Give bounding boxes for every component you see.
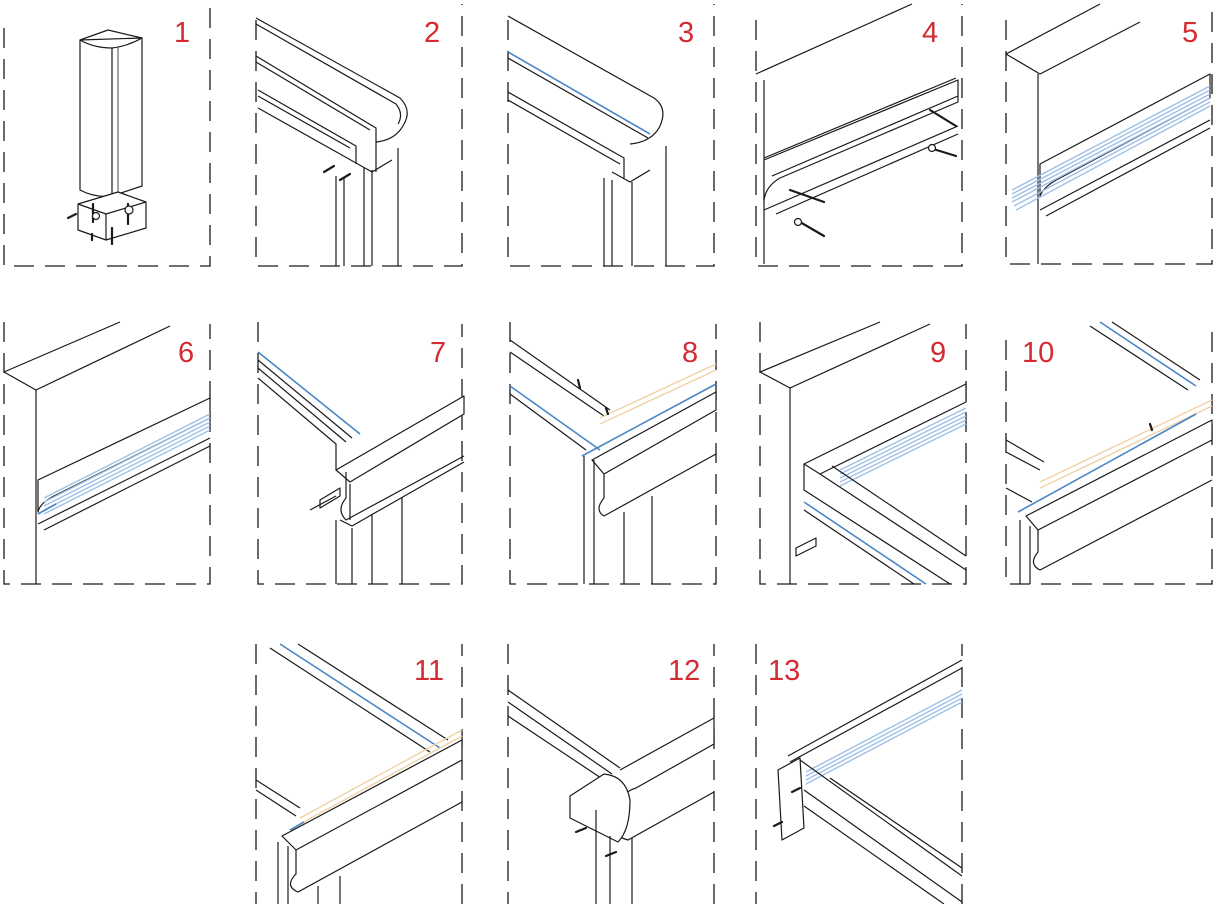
step-panel-7: 7 xyxy=(257,322,465,585)
step-panel-11: 11 xyxy=(255,643,463,904)
step-panel-9: 9 xyxy=(759,321,967,585)
step-number-8: 8 xyxy=(682,337,698,369)
corner-beam-illustration xyxy=(257,351,465,584)
step-panel-1: 1 xyxy=(3,4,211,267)
corner-seal-illustration xyxy=(255,643,463,904)
step-number-5: 5 xyxy=(1182,17,1198,49)
step-number-6: 6 xyxy=(178,337,194,369)
corner-assembly-illustration xyxy=(1005,321,1213,584)
step-number-4: 4 xyxy=(922,17,938,49)
step-number-3: 3 xyxy=(678,17,694,49)
step-panel-4: 4 xyxy=(755,3,963,267)
step-number-10: 10 xyxy=(1022,337,1054,369)
wall-glazing-illustration xyxy=(1005,3,1211,264)
gutter-glazing-illustration xyxy=(507,15,667,266)
step-panel-10: 10 xyxy=(1005,321,1213,585)
step-number-12: 12 xyxy=(668,655,700,687)
wall-gutter-glazing-illustration xyxy=(3,321,211,584)
step-number-9: 9 xyxy=(930,337,946,369)
step-panel-6: 6 xyxy=(3,321,211,585)
step-number-2: 2 xyxy=(424,17,440,49)
step-number-13: 13 xyxy=(768,655,800,687)
step-panel-3: 3 xyxy=(507,4,715,267)
wall-end-cap-illustration xyxy=(772,659,963,904)
step-number-1: 1 xyxy=(174,17,190,49)
gutter-illustration xyxy=(255,17,408,266)
step-panel-2: 2 xyxy=(255,4,463,267)
end-cap-illustration xyxy=(507,689,715,904)
corner-glazing-seal-illustration xyxy=(509,339,717,584)
step-number-11: 11 xyxy=(414,655,444,687)
step-panel-12: 12 xyxy=(507,644,715,904)
step-panel-5: 5 xyxy=(1005,3,1213,265)
wall-corner-glazing-illustration xyxy=(759,321,967,585)
step-number-7: 7 xyxy=(430,337,446,369)
post-illustration xyxy=(66,29,147,246)
wall-gutter-illustration xyxy=(755,3,959,264)
step-panel-8: 8 xyxy=(509,322,717,585)
step-panel-13: 13 xyxy=(755,644,963,904)
